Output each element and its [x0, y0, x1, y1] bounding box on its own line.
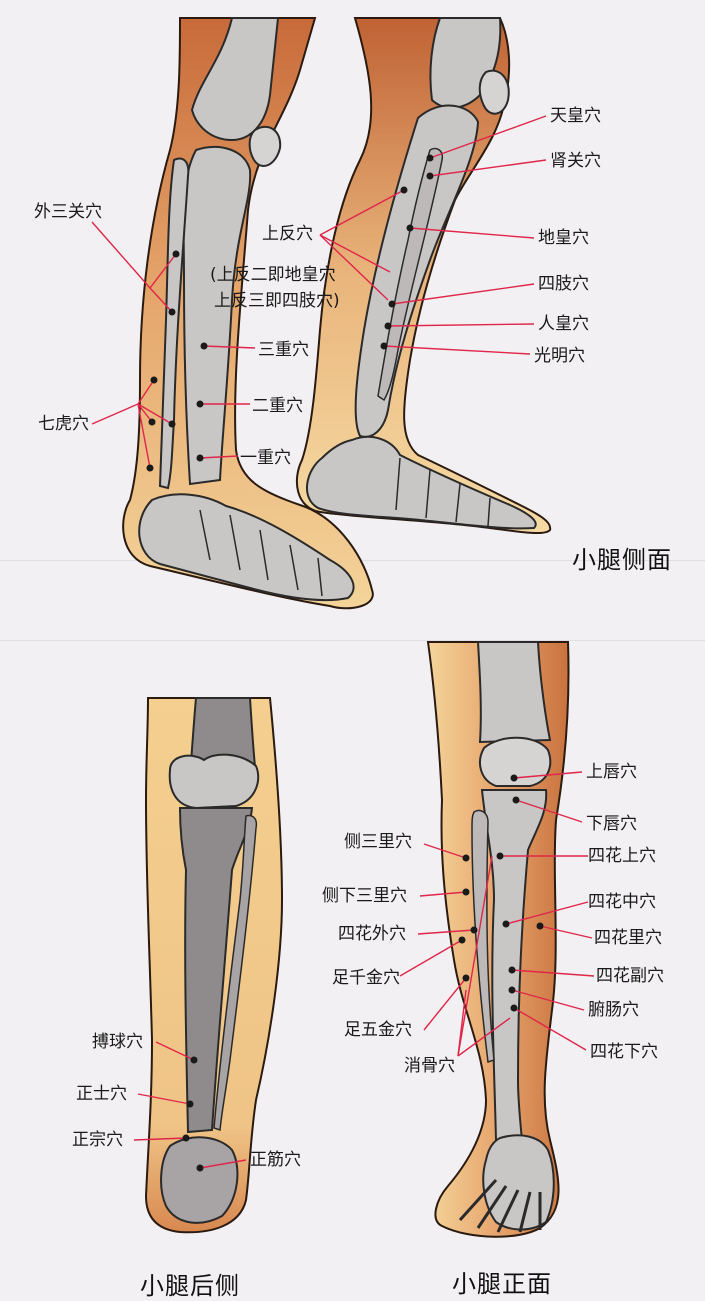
- left-femur: [190, 17, 280, 142]
- back-fibula: [213, 814, 258, 1132]
- label-shenguan: 肾关穴: [550, 151, 601, 171]
- back-view-leg: [144, 697, 284, 1234]
- caption-back-view: 小腿后侧: [140, 1272, 240, 1300]
- label-zuwujin: 足五金穴: [344, 1020, 412, 1040]
- caption-side-view: 小腿侧面: [572, 546, 672, 574]
- left-foot-joints: [199, 509, 323, 597]
- side-view-points: [146, 154, 434, 472]
- left-foot-bones: [138, 493, 355, 602]
- label-dihuang: 地皇穴: [538, 228, 589, 248]
- right-foot-bones: [305, 435, 537, 530]
- caption-front-view: 小腿正面: [452, 1270, 552, 1298]
- label-cesanli: 侧三里穴: [344, 832, 412, 852]
- label-shangchun: 上唇穴: [586, 762, 637, 782]
- front-patella: [479, 736, 552, 787]
- left-patella: [248, 125, 282, 167]
- label-sihuashang: 四花上穴: [588, 846, 656, 866]
- left-fibula: [158, 157, 190, 490]
- label-zhengshi: 正士穴: [76, 1084, 127, 1104]
- label-shangfan: 上反穴: [262, 224, 313, 244]
- label-sihuali: 四花里穴: [594, 928, 662, 948]
- label-qihu: 七虎穴: [38, 414, 89, 434]
- label-xiachun: 下唇穴: [586, 814, 637, 834]
- back-knee: [168, 753, 260, 810]
- right-fibula: [377, 147, 444, 402]
- label-fuchang: 腑肠穴: [588, 1000, 639, 1020]
- label-cexiasanli: 侧下三里穴: [322, 886, 407, 906]
- front-view-leg: [426, 641, 570, 1238]
- back-heel: [160, 1136, 239, 1224]
- back-tibia: [178, 807, 254, 1134]
- back-view-leaders: [133, 1041, 247, 1169]
- label-erzhong: 二重穴: [252, 396, 303, 416]
- label-zhengjin: 正筋穴: [250, 1150, 301, 1170]
- label-xiaogu: 消骨穴: [404, 1056, 455, 1076]
- front-view-points: [458, 774, 544, 1012]
- left-tibia: [182, 145, 252, 486]
- label-sizhi: 四肢穴: [538, 274, 589, 294]
- front-toe-bones: [458, 1178, 542, 1233]
- label-zuqianjin: 足千金穴: [332, 968, 400, 988]
- back-view-points: [182, 1056, 204, 1172]
- label-sihuazhong: 四花中穴: [588, 892, 656, 912]
- background-band: [0, 640, 705, 641]
- label-tianhuang: 天皇穴: [550, 106, 601, 126]
- label-boqiu: 搏球穴: [92, 1032, 143, 1052]
- label-yizhong: 一重穴: [240, 448, 291, 468]
- label-zhengzong: 正宗穴: [72, 1130, 123, 1150]
- front-view-leaders: [399, 771, 595, 1057]
- label-renhuang: 人皇穴: [538, 314, 589, 334]
- label-sanzhong: 三重穴: [258, 340, 309, 360]
- front-femur: [476, 641, 552, 744]
- label-shangfan-note2: 上反三即四肢穴): [214, 291, 340, 311]
- front-tibia: [480, 789, 548, 1141]
- label-guangming: 光明穴: [534, 346, 585, 366]
- side-view-legs: [122, 17, 552, 610]
- label-sihuaxia: 四花下穴: [590, 1042, 658, 1062]
- side-view-leaders: [91, 115, 547, 469]
- label-sihuawai: 四花外穴: [338, 924, 406, 944]
- label-waisanguan: 外三关穴: [34, 202, 102, 222]
- right-patella: [478, 69, 510, 115]
- front-fibula: [471, 809, 495, 1064]
- label-sihuafu: 四花副穴: [596, 966, 664, 986]
- right-foot-joints: [395, 457, 491, 527]
- label-shangfan-note1: (上反二即地皇穴: [210, 265, 336, 285]
